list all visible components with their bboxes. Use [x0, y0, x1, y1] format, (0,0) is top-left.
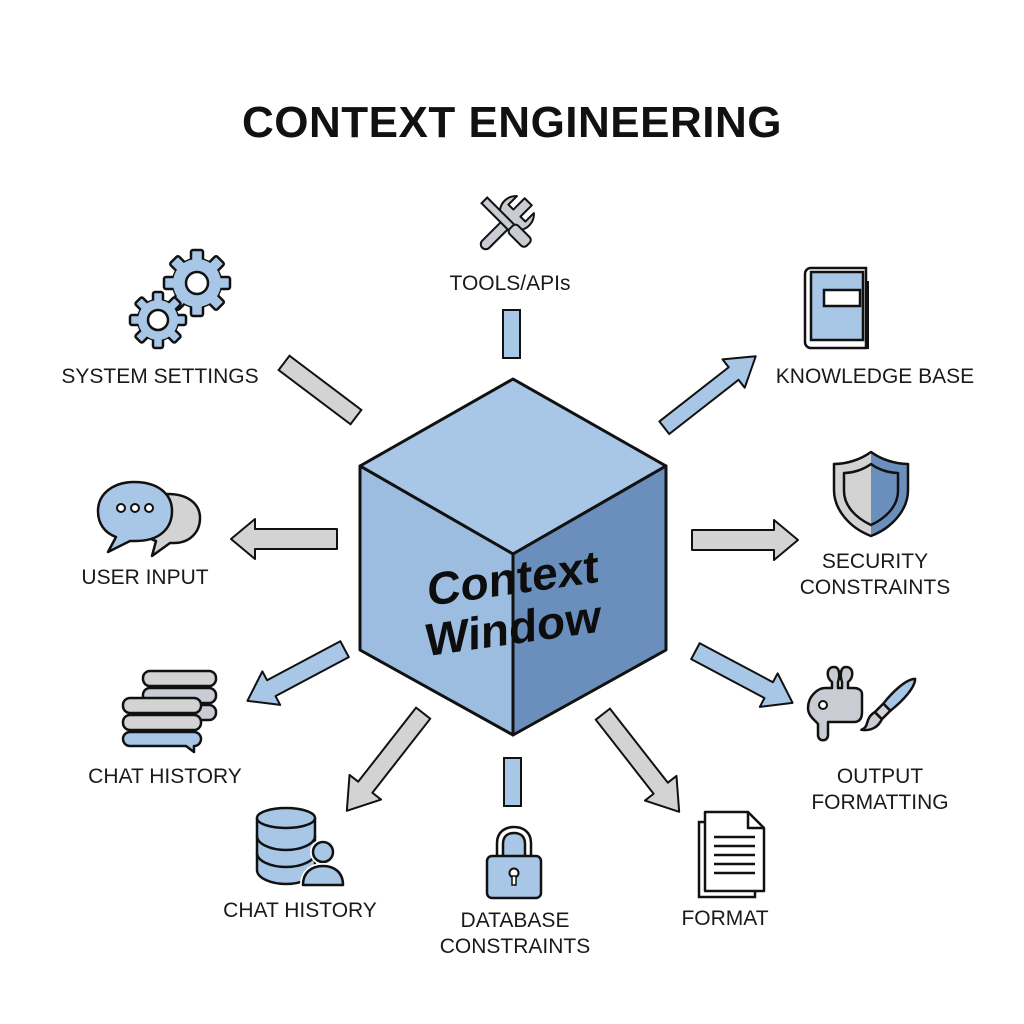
database-constraints-label-line1: DATABASE	[460, 909, 570, 932]
tools-connector	[502, 309, 521, 359]
database-user-icon	[255, 806, 346, 888]
output-formatting-label-line1: OUTPUT	[836, 765, 924, 788]
security-arrow	[691, 519, 799, 561]
paint-palette-brush-icon	[806, 665, 917, 742]
format-arrow	[594, 707, 681, 813]
database-constraints-connector	[503, 757, 522, 807]
knowledge-base-arrow	[658, 355, 757, 436]
wrench-screwdriver-icon	[479, 195, 535, 251]
system-settings-label: SYSTEM SETTINGS	[61, 365, 259, 388]
security-label: SECURITY CONSTRAINTS	[780, 549, 970, 601]
security-label-line2: CONSTRAINTS	[799, 576, 951, 599]
diagram-title: CONTEXT ENGINEERING	[242, 98, 782, 147]
user-input-arrow	[230, 518, 338, 560]
chat-history-arrow	[246, 640, 350, 706]
output-formatting-arrow	[690, 642, 794, 708]
database-constraints-label: DATABASE CONSTRAINTS	[430, 908, 600, 960]
database-user-arrow	[345, 706, 432, 812]
document-icon	[697, 810, 766, 899]
chat-history-left-label: CHAT HISTORY	[88, 765, 242, 788]
padlock-icon	[485, 825, 543, 900]
shield-icon	[832, 450, 910, 538]
book-icon	[803, 266, 869, 350]
chat-history-bottom-label: CHAT HISTORY	[223, 899, 377, 922]
knowledge-base-label: KNOWLEDGE BASE	[775, 365, 975, 388]
system-settings-connector	[277, 354, 363, 426]
format-label: FORMAT	[681, 907, 769, 930]
chat-bubbles-icon	[96, 480, 202, 558]
output-formatting-label: OUTPUT FORMATTING	[780, 764, 980, 816]
context-window-cube: Context Window	[358, 377, 668, 737]
tools-label: TOOLS/APIs	[449, 272, 571, 295]
gears-icon	[128, 248, 232, 350]
message-stack-icon	[121, 669, 218, 754]
user-input-label: USER INPUT	[81, 566, 209, 589]
database-constraints-label-line2: CONSTRAINTS	[439, 935, 591, 958]
output-formatting-label-line2: FORMATTING	[811, 791, 949, 814]
security-label-line1: SECURITY	[821, 550, 929, 573]
